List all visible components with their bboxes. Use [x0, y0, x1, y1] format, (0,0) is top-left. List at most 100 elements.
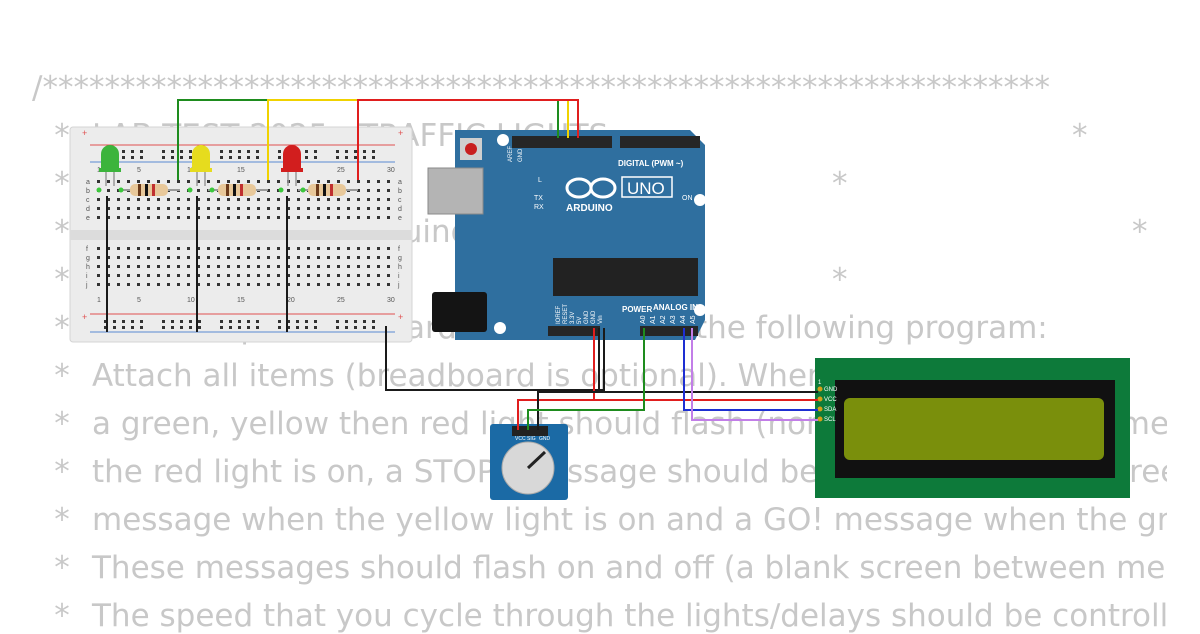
breadboard-hole[interactable] — [357, 247, 360, 250]
rail-hole[interactable] — [238, 326, 241, 329]
breadboard-hole[interactable] — [107, 189, 110, 192]
breadboard-hole[interactable] — [257, 216, 260, 219]
rail-hole[interactable] — [171, 150, 174, 153]
breadboard-hole[interactable] — [247, 207, 250, 210]
breadboard-hole[interactable] — [217, 256, 220, 259]
breadboard-hole[interactable] — [177, 198, 180, 201]
rail-hole[interactable] — [256, 326, 259, 329]
rail-hole[interactable] — [345, 326, 348, 329]
rail-hole[interactable] — [278, 150, 281, 153]
breadboard-hole[interactable] — [247, 247, 250, 250]
breadboard-hole[interactable] — [127, 207, 130, 210]
breadboard-hole[interactable] — [217, 265, 220, 268]
breadboard-hole[interactable] — [367, 247, 370, 250]
breadboard-hole[interactable] — [347, 274, 350, 277]
rail-hole[interactable] — [131, 326, 134, 329]
breadboard-hole[interactable] — [347, 207, 350, 210]
breadboard-hole[interactable] — [137, 283, 140, 286]
rail-hole[interactable] — [189, 326, 192, 329]
breadboard-hole[interactable] — [327, 216, 330, 219]
breadboard-hole[interactable] — [177, 256, 180, 259]
breadboard-hole[interactable] — [357, 274, 360, 277]
breadboard-hole[interactable] — [327, 274, 330, 277]
rail-hole[interactable] — [113, 320, 116, 323]
breadboard-hole[interactable] — [277, 256, 280, 259]
breadboard-hole[interactable] — [147, 180, 150, 183]
rail-hole[interactable] — [220, 326, 223, 329]
rail-hole[interactable] — [278, 326, 281, 329]
breadboard-hole[interactable] — [207, 207, 210, 210]
rail-hole[interactable] — [171, 156, 174, 159]
breadboard-hole[interactable] — [327, 247, 330, 250]
rail-hole[interactable] — [122, 150, 125, 153]
breadboard-hole[interactable] — [367, 189, 370, 192]
breadboard-hole[interactable] — [367, 198, 370, 201]
breadboard-hole[interactable] — [167, 198, 170, 201]
breadboard-hole[interactable] — [307, 283, 310, 286]
breadboard-hole[interactable] — [97, 216, 100, 219]
breadboard-hole[interactable] — [137, 274, 140, 277]
rail-hole[interactable] — [122, 326, 125, 329]
rail-hole[interactable] — [229, 326, 232, 329]
breadboard-hole[interactable] — [127, 180, 130, 183]
reset-button[interactable] — [465, 143, 477, 155]
breadboard-hole[interactable] — [337, 207, 340, 210]
breadboard-hole[interactable] — [147, 265, 150, 268]
breadboard-hole[interactable] — [357, 256, 360, 259]
breadboard-hole[interactable] — [387, 189, 390, 192]
breadboard-hole[interactable] — [197, 189, 200, 192]
breadboard-hole[interactable] — [357, 283, 360, 286]
breadboard-hole[interactable] — [117, 198, 120, 201]
rail-hole[interactable] — [104, 326, 107, 329]
breadboard-hole[interactable] — [287, 265, 290, 268]
rail-hole[interactable] — [189, 156, 192, 159]
breadboard-hole[interactable] — [297, 247, 300, 250]
rail-hole[interactable] — [140, 320, 143, 323]
breadboard-hole[interactable] — [357, 180, 360, 183]
rail-hole[interactable] — [180, 150, 183, 153]
breadboard-hole[interactable] — [267, 256, 270, 259]
rail-hole[interactable] — [256, 156, 259, 159]
breadboard-hole[interactable] — [347, 198, 350, 201]
rail-hole[interactable] — [180, 326, 183, 329]
rail-hole[interactable] — [220, 150, 223, 153]
breadboard-hole[interactable] — [367, 274, 370, 277]
rail-hole[interactable] — [238, 150, 241, 153]
breadboard-hole[interactable] — [137, 216, 140, 219]
breadboard-hole[interactable] — [247, 198, 250, 201]
rail-hole[interactable] — [314, 326, 317, 329]
rail-hole[interactable] — [171, 326, 174, 329]
breadboard-hole[interactable] — [137, 247, 140, 250]
breadboard-hole[interactable] — [387, 207, 390, 210]
rail-hole[interactable] — [256, 320, 259, 323]
breadboard-hole[interactable] — [107, 265, 110, 268]
breadboard-hole[interactable] — [227, 180, 230, 183]
resistor[interactable] — [298, 184, 358, 196]
breadboard-hole[interactable] — [117, 283, 120, 286]
breadboard-hole[interactable] — [377, 207, 380, 210]
breadboard-hole[interactable] — [267, 207, 270, 210]
breadboard-hole[interactable] — [347, 247, 350, 250]
breadboard-hole[interactable] — [207, 274, 210, 277]
breadboard-hole[interactable] — [137, 256, 140, 259]
breadboard-hole[interactable] — [147, 256, 150, 259]
breadboard-hole[interactable] — [137, 180, 140, 183]
rail-hole[interactable] — [287, 326, 290, 329]
breadboard-hole[interactable] — [227, 283, 230, 286]
breadboard-hole[interactable] — [207, 180, 210, 183]
rail-hole[interactable] — [140, 156, 143, 159]
breadboard-hole[interactable] — [187, 207, 190, 210]
breadboard-hole[interactable] — [147, 247, 150, 250]
breadboard-hole[interactable] — [287, 198, 290, 201]
breadboard-hole[interactable] — [137, 207, 140, 210]
breadboard-hole[interactable] — [207, 265, 210, 268]
breadboard-hole[interactable] — [387, 274, 390, 277]
rail-hole[interactable] — [305, 156, 308, 159]
breadboard-hole[interactable] — [277, 283, 280, 286]
breadboard-hole[interactable] — [217, 274, 220, 277]
breadboard-hole[interactable] — [367, 207, 370, 210]
breadboard-hole[interactable] — [337, 180, 340, 183]
breadboard-hole[interactable] — [387, 283, 390, 286]
rail-hole[interactable] — [296, 320, 299, 323]
breadboard-hole[interactable] — [187, 283, 190, 286]
